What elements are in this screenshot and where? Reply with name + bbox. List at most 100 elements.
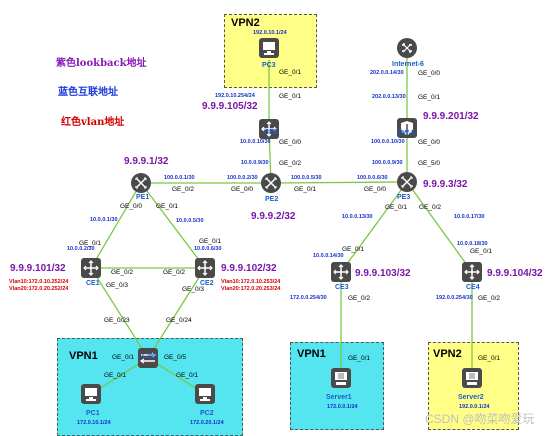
fw5-loopback: 9.9.9.201/32 bbox=[423, 111, 479, 122]
ip-pe3-ce4-b: 10.0.0.18/30 bbox=[457, 241, 488, 247]
watermark: CSDN @吻菜吻爱玩 bbox=[425, 412, 535, 426]
port-pe1-ge02: GE_0/2 bbox=[172, 186, 195, 193]
port-ce1-ge02: GE_0/2 bbox=[111, 269, 134, 276]
ip-pe3-ce3-b: 10.0.0.14/30 bbox=[313, 253, 344, 259]
legend-purple: 紫色lookback地址 bbox=[56, 58, 147, 69]
ip-pe1-ce2-a: 10.0.0.5/30 bbox=[176, 218, 204, 224]
port-ce2-ge01: GE_0/1 bbox=[199, 238, 222, 245]
ce1-vlan20: Vlan20:172.0.20.252/24 bbox=[9, 286, 69, 292]
pc-icon[interactable] bbox=[194, 383, 216, 405]
port-inet-ge00: GE_0/0 bbox=[418, 70, 441, 77]
ce2-vlan10: Vlan10:172.0.10.253/24 bbox=[221, 279, 281, 285]
ce2-name: CE2 bbox=[200, 280, 214, 287]
l2w-name: L2W bbox=[142, 353, 157, 360]
vpn2-top-title: VPN2 bbox=[231, 17, 260, 29]
router-icon[interactable] bbox=[260, 172, 282, 194]
port-ce2-ge03: GE_0/3 bbox=[182, 286, 205, 293]
port-ce4-ge01: GE_0/1 bbox=[470, 248, 493, 255]
port-ce1-ge01: GE_0/1 bbox=[79, 240, 102, 247]
port-pc3-ge01: GE_0/1 bbox=[279, 69, 302, 76]
port-pc1-ge01: GE_0/1 bbox=[104, 372, 127, 379]
ip-inet-fw-b: 202.0.0.13/30 bbox=[372, 94, 406, 100]
port-ce4-ge02: GE_0/2 bbox=[478, 295, 501, 302]
ce2-loopback: 9.9.9.102/32 bbox=[221, 263, 277, 274]
ce3-name: CE3 bbox=[335, 284, 349, 291]
ip-pe1-ce1-a: 10.0.0.1/30 bbox=[90, 217, 118, 223]
ce1-name: CE1 bbox=[86, 280, 100, 287]
ip-fw-pe3-a: 100.0.0.10/30 bbox=[371, 139, 405, 145]
port-l2w-ge05: GE_0/5 bbox=[164, 354, 187, 361]
pe2-loopback: 9.9.9.2/32 bbox=[251, 211, 296, 222]
link-pe1-ce2 bbox=[140, 182, 206, 269]
port-l2w-ge023: GE_0/23 bbox=[104, 317, 130, 324]
router-icon[interactable] bbox=[396, 171, 418, 193]
port-pe3-ge50: GE_5/0 bbox=[418, 160, 441, 167]
pc2-ip: 172.0.20.1/24 bbox=[190, 420, 224, 426]
port-server1-ge01: GE_0/1 bbox=[348, 355, 371, 362]
port-l2w-ge01: GE_0/1 bbox=[112, 354, 135, 361]
link-ce2-l2w bbox=[147, 267, 206, 359]
switch-icon[interactable] bbox=[80, 257, 102, 279]
ce4-loopback: 9.9.9.104/32 bbox=[487, 268, 543, 279]
switch-icon[interactable] bbox=[137, 347, 159, 369]
pe2-name: PE2 bbox=[265, 196, 279, 203]
server-icon[interactable] bbox=[461, 367, 483, 389]
pe1-name: PE1 bbox=[136, 194, 150, 201]
ip-pe1-pe2-b: 100.0.0.2/30 bbox=[227, 175, 258, 181]
firewall-icon[interactable] bbox=[396, 117, 418, 139]
ce1-loopback: 9.9.9.101/32 bbox=[10, 263, 66, 274]
server2-name: Server2 bbox=[458, 394, 484, 401]
ip-inet-fw-a: 202.0.0.14/30 bbox=[370, 70, 404, 76]
ip-ce5-pe2-b: 10.0.0.9/30 bbox=[241, 160, 269, 166]
pc2-name: PC2 bbox=[200, 410, 214, 417]
link-pe3-ce4 bbox=[406, 181, 473, 273]
pc1-name: PC1 bbox=[86, 410, 100, 417]
port-pc2-ge01: GE_0/1 bbox=[176, 372, 199, 379]
server-icon[interactable] bbox=[330, 367, 352, 389]
server1-name: Server1 bbox=[326, 394, 352, 401]
ce3-loopback: 9.9.9.103/32 bbox=[355, 268, 411, 279]
ip-pe1-ce2-b: 10.0.0.6/30 bbox=[194, 246, 222, 252]
server2-ip: 192.0.0.1/24 bbox=[459, 404, 490, 410]
switch-icon[interactable] bbox=[258, 118, 280, 140]
legend-blue: 蓝色互联地址 bbox=[58, 87, 118, 98]
ce5-loopback: 9.9.9.105/32 bbox=[202, 101, 258, 112]
pc-icon[interactable] bbox=[258, 37, 280, 59]
port-pe1-ge00: GE_0/0 bbox=[120, 203, 143, 210]
ce2-vlan20: Vlan20:172.0.20.253/24 bbox=[221, 286, 281, 292]
cloud-router-icon[interactable] bbox=[396, 37, 418, 59]
port-pe3-ge01: GE_0/1 bbox=[385, 204, 408, 211]
ce5-name: CE5 bbox=[264, 129, 278, 136]
port-ce3-ge02: GE_0/2 bbox=[348, 295, 371, 302]
server1-ip: 172.0.0.1/24 bbox=[327, 404, 358, 410]
router-icon[interactable] bbox=[130, 172, 152, 194]
ip-pe1-pe2-a: 100.0.0.1/30 bbox=[164, 175, 195, 181]
port-pe2-ge00: GE_0/0 bbox=[231, 186, 254, 193]
switch-icon[interactable] bbox=[461, 261, 483, 283]
port-ce1-ge03: GE_0/3 bbox=[106, 282, 129, 289]
ip-pe3-ce3-a: 10.0.0.13/30 bbox=[342, 214, 373, 220]
port-ce5-ge01: GE_0/1 bbox=[279, 93, 302, 100]
port-ce5-ge00: GE_0/0 bbox=[279, 139, 302, 146]
switch-icon[interactable] bbox=[330, 261, 352, 283]
vpn2-right-title: VPN2 bbox=[433, 348, 462, 360]
pc3-ip: 192.0.10.1/24 bbox=[253, 30, 287, 36]
ip-ce4-server2: 192.0.0.254/30 bbox=[436, 295, 473, 301]
ce4-name: CE4 bbox=[466, 284, 480, 291]
ip-pe3-ce4-a: 10.0.0.17/30 bbox=[454, 214, 485, 220]
pe3-loopback: 9.9.9.3/32 bbox=[423, 179, 468, 190]
port-server2-ge01: GE_0/1 bbox=[478, 355, 501, 362]
port-pe2-ge02: GE_0/2 bbox=[279, 160, 302, 167]
vpn1-mid-title: VPN1 bbox=[297, 348, 326, 360]
ip-ce5-pe2-a: 10.0.0.10/30 bbox=[240, 139, 271, 145]
ip-ce3-server1: 172.0.0.254/30 bbox=[290, 295, 327, 301]
pc1-ip: 172.0.10.1/24 bbox=[77, 420, 111, 426]
vpn1-left-title: VPN1 bbox=[69, 350, 98, 362]
port-fw-ge00: GE_0/0 bbox=[418, 139, 441, 146]
port-ce2-ge02: GE_0/2 bbox=[163, 269, 186, 276]
pe3-name: PE3 bbox=[397, 194, 411, 201]
ip-fw-pe3-b: 100.0.0.9/30 bbox=[372, 160, 403, 166]
pc-icon[interactable] bbox=[80, 383, 102, 405]
link-pe3-ce3 bbox=[340, 181, 408, 273]
switch-icon[interactable] bbox=[194, 257, 216, 279]
